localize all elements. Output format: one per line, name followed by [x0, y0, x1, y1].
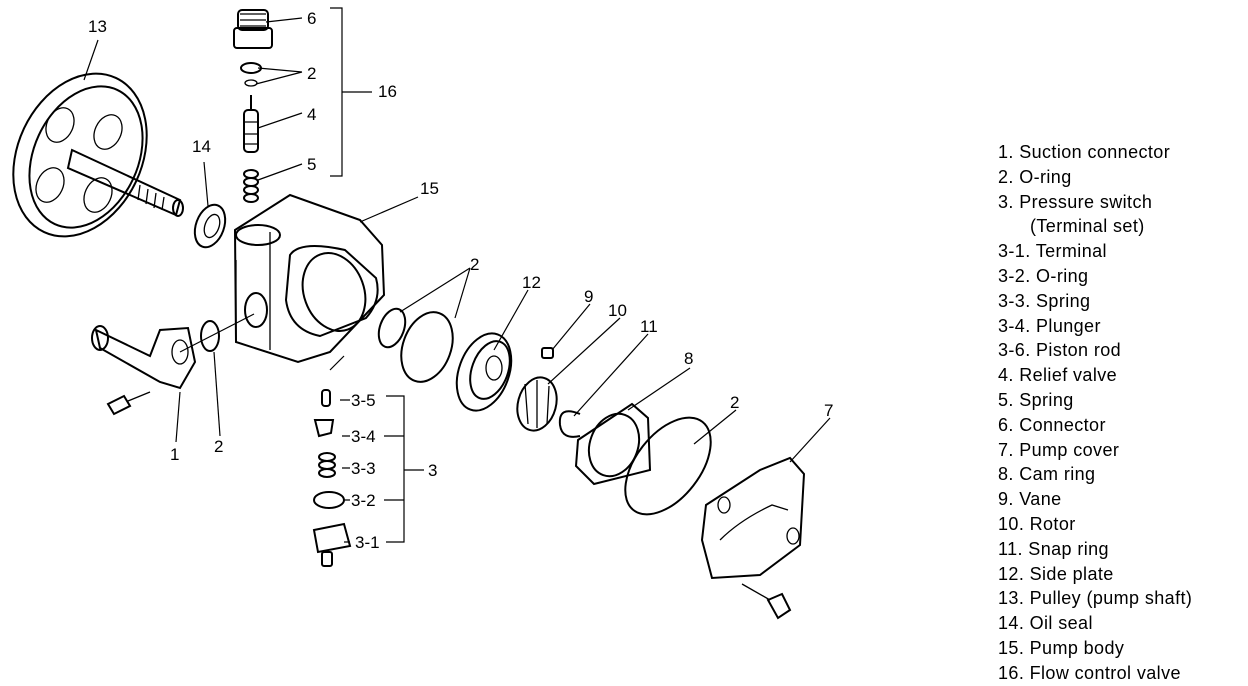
callout-2-mid: 2	[470, 255, 479, 274]
callout-3-3: 3-3	[351, 459, 376, 478]
callout-12: 12	[522, 273, 541, 292]
callout-16: 16	[378, 82, 397, 101]
leader-lines	[83, 7, 831, 543]
legend-item: 2. O-ring	[998, 166, 1072, 187]
legend-item: 3-3. Spring	[998, 290, 1091, 311]
spring-part	[243, 169, 259, 203]
legend-item: 3-2. O-ring	[998, 265, 1089, 286]
side-plate-part	[455, 332, 513, 412]
callout-3: 3	[428, 461, 437, 480]
o-ring-right-part	[624, 416, 712, 516]
pulley-pump-shaft-part	[12, 72, 184, 238]
callout-2-left: 2	[214, 437, 223, 456]
callout-7: 7	[824, 401, 833, 420]
callout-14: 14	[192, 137, 211, 156]
cam-ring-part	[574, 402, 652, 486]
callout-1: 1	[170, 445, 179, 464]
legend-item: 10. Rotor	[998, 513, 1076, 534]
callout-10: 10	[608, 301, 627, 320]
callout-13: 13	[88, 17, 107, 36]
callout-11: 11	[640, 317, 658, 336]
legend-item: 4. Relief valve	[998, 365, 1118, 386]
callout-8: 8	[684, 349, 693, 368]
callout-3-1: 3-1	[355, 533, 380, 552]
callout-labels: 13 6 2 16 4 5 14 15 2 12 9 10 11 8 2 7 1…	[88, 9, 833, 552]
terminal-part	[312, 522, 352, 567]
legend-item: 12. Side plate	[998, 563, 1114, 584]
legend-item: (Terminal set)	[1030, 216, 1145, 237]
o-ring-small-part	[244, 79, 258, 87]
relief-valve-part	[243, 95, 259, 153]
connector-part	[233, 9, 273, 49]
pump-cover-part	[700, 456, 806, 620]
legend-item: 5. Spring	[998, 389, 1074, 410]
legend-item: 13. Pulley (pump shaft)	[998, 588, 1193, 609]
parts-legend: 1. Suction connector 2. O-ring 3. Pressu…	[998, 140, 1246, 686]
callout-15: 15	[420, 179, 439, 198]
legend-item: 9. Vane	[998, 489, 1062, 510]
callout-2-top: 2	[307, 64, 316, 83]
pressure-spring-part	[318, 452, 336, 478]
callout-2-right: 2	[730, 393, 739, 412]
snap-ring-part	[558, 410, 581, 438]
legend-item: 1. Suction connector	[998, 142, 1171, 162]
legend-item: 3-4. Plunger	[998, 315, 1101, 336]
legend-item: 8. Cam ring	[998, 464, 1096, 485]
piston-rod-part	[321, 389, 331, 407]
suction-connector-part	[91, 325, 197, 416]
legend-item: 15. Pump body	[998, 637, 1125, 658]
callout-6: 6	[307, 9, 316, 28]
plunger-part	[313, 419, 335, 438]
callout-3-5: 3-5	[351, 391, 376, 410]
legend-item: 14. Oil seal	[998, 613, 1093, 634]
o-ring-left-part	[200, 320, 220, 352]
callout-5: 5	[307, 155, 316, 174]
legend-item: 6. Connector	[998, 414, 1106, 435]
legend-item: 3. Pressure switch	[998, 191, 1153, 212]
o-ring-large-mid-part	[400, 311, 454, 383]
legend-item: 3-6. Piston rod	[998, 340, 1122, 361]
legend-item: 16. Flow control valve	[998, 662, 1181, 683]
callout-4: 4	[307, 105, 316, 124]
legend-item: 3-1. Terminal	[998, 241, 1107, 262]
oil-seal-part	[193, 203, 227, 249]
pump-body-part	[233, 193, 386, 364]
legend-item: 11. Snap ring	[998, 538, 1109, 559]
callout-3-2: 3-2	[351, 491, 376, 510]
callout-3-4: 3-4	[351, 427, 376, 446]
legend-item: 7. Pump cover	[998, 439, 1120, 460]
callout-9: 9	[584, 287, 593, 306]
pressure-o-ring-part	[313, 491, 345, 509]
rotor-part	[516, 376, 558, 432]
o-ring-small-mid-part	[377, 307, 407, 349]
vane-part	[541, 347, 554, 359]
